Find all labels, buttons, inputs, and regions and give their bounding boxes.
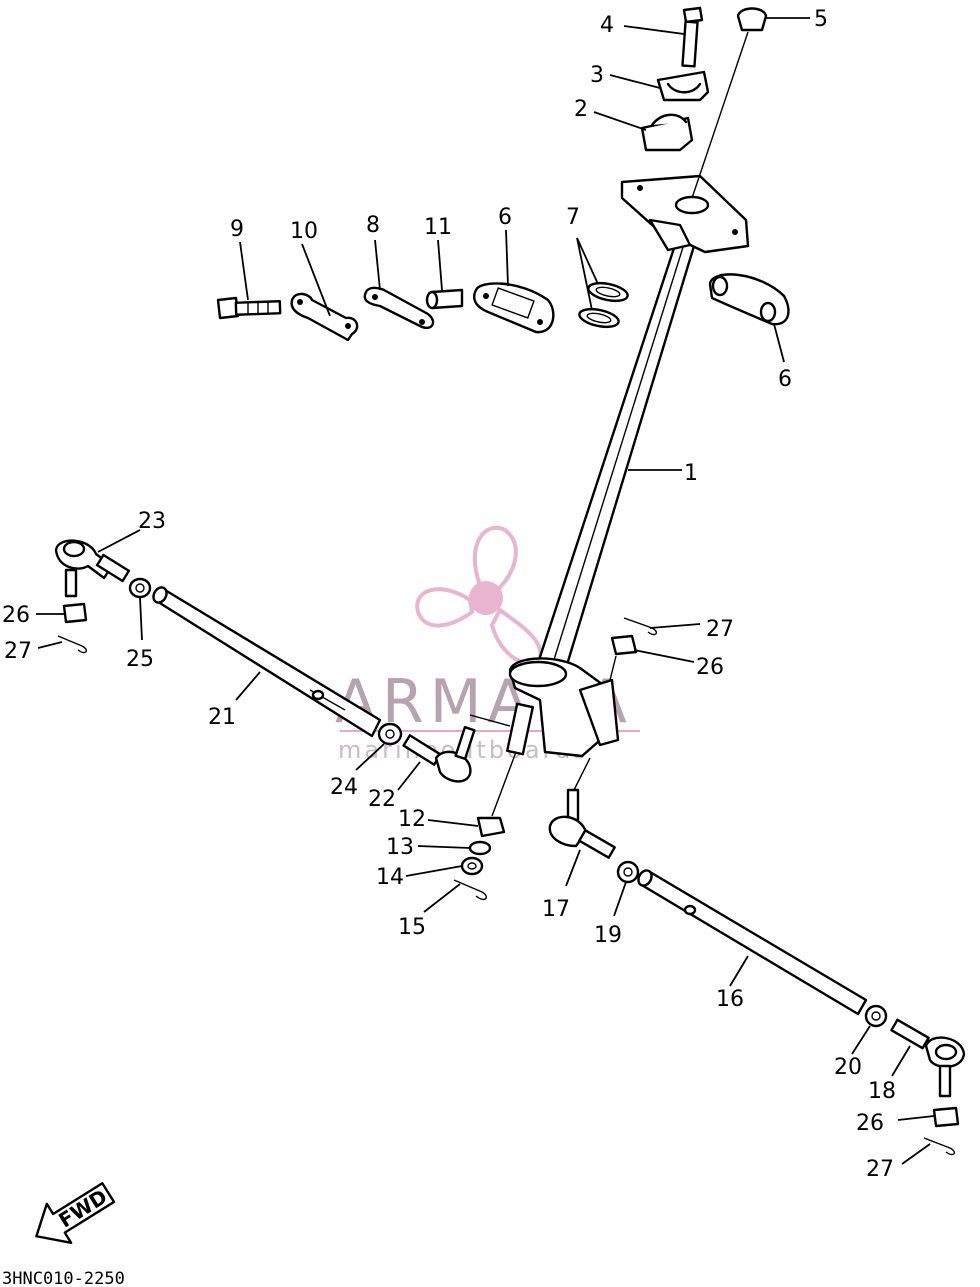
rod-end-22 [402, 725, 476, 783]
bolt-9 [216, 296, 282, 320]
nut-26-left [62, 602, 88, 624]
holder-upper-3 [656, 70, 710, 102]
callout-5: 5 [814, 7, 828, 32]
callout-13: 13 [386, 835, 414, 860]
callout-9: 9 [230, 217, 244, 242]
cotter-pin-27-right [923, 1137, 956, 1156]
steering-column [505, 240, 696, 758]
nut-19 [616, 860, 640, 884]
watermark-logo [415, 526, 543, 666]
callout-15: 15 [398, 915, 426, 940]
rod-end-23 [54, 539, 131, 598]
callout-26-mid: 26 [696, 655, 724, 680]
callout-14: 14 [376, 865, 404, 890]
diagram-code: 3HNC010-2250 [2, 1269, 125, 1287]
callout-22: 22 [368, 787, 396, 812]
bolt-4 [681, 6, 704, 68]
washer-13 [468, 840, 492, 856]
nut-26-right [932, 1106, 960, 1128]
cap-5 [736, 7, 768, 32]
callout-26-left: 26 [2, 603, 30, 628]
callout-4: 4 [600, 13, 614, 38]
callout-24: 24 [330, 775, 358, 800]
cotter-pin-15 [453, 879, 487, 901]
upper-bracket [620, 174, 750, 254]
holder-6-left [473, 282, 555, 334]
nut-20 [864, 1004, 888, 1028]
callout-20: 20 [834, 1055, 862, 1080]
fwd-arrow-icon: FWD [35, 1182, 116, 1245]
callout-2: 2 [574, 97, 588, 122]
callout-12: 12 [398, 807, 426, 832]
seals-7 [578, 281, 629, 329]
nut-14 [460, 856, 484, 876]
callout-1: 1 [684, 461, 698, 486]
nut-24 [377, 722, 403, 746]
callout-18: 18 [868, 1079, 896, 1104]
propeller-blade-top [472, 526, 518, 595]
propeller-blade-right [489, 607, 543, 666]
callout-10: 10 [290, 219, 318, 244]
callout-23: 23 [138, 509, 166, 534]
propeller-blade-left [415, 587, 475, 628]
holder-lower-2 [640, 113, 694, 152]
callout-19: 19 [594, 923, 622, 948]
callout-26-right: 26 [856, 1111, 884, 1136]
cotter-pin-27-left [57, 635, 88, 654]
fwd-label: FWD [54, 1184, 111, 1232]
callout-6-right: 6 [778, 367, 792, 392]
plate-8 [363, 286, 435, 329]
callout-7: 7 [566, 205, 580, 230]
propeller-hub [469, 581, 503, 615]
callout-27-mid: 27 [706, 617, 734, 642]
callout-16: 16 [716, 987, 744, 1012]
callout-6-left: 6 [498, 205, 512, 230]
callout-17: 17 [542, 897, 570, 922]
link-10 [290, 292, 359, 342]
tie-rod-16 [637, 869, 868, 1016]
rod-end-17 [548, 788, 616, 859]
collar-11 [425, 288, 464, 310]
callout-27-right: 27 [866, 1157, 894, 1182]
leader-lines [36, 17, 935, 1165]
callout-8: 8 [366, 213, 380, 238]
callout-21: 21 [208, 705, 236, 730]
holder-6-right [708, 273, 790, 326]
callout-3: 3 [590, 63, 604, 88]
nut-26-mid [610, 634, 638, 656]
nut-25 [128, 577, 152, 599]
cotter-pin-27-mid [623, 617, 658, 636]
tie-rod-21 [152, 586, 382, 738]
rod-end-18 [890, 1018, 966, 1098]
callout-27-left: 27 [4, 639, 32, 664]
callout-11: 11 [424, 215, 452, 240]
nut-12 [476, 816, 506, 838]
callout-25: 25 [126, 647, 154, 672]
